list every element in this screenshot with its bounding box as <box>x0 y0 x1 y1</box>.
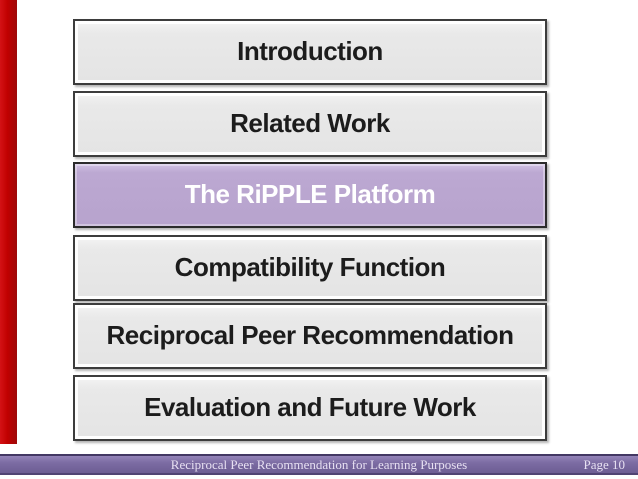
outline-item-ripple-platform-current: The RiPPLE Platform <box>73 162 547 228</box>
left-accent-bar <box>0 0 17 444</box>
outline-item-compatibility-function: Compatibility Function <box>73 235 547 301</box>
footer-bar: Reciprocal Peer Recommendation for Learn… <box>0 454 638 475</box>
outline-item-introduction: Introduction <box>73 19 547 85</box>
footer-page-number: Page 10 <box>583 457 625 472</box>
outline-item-reciprocal-peer-recommendation: Reciprocal Peer Recommendation <box>73 303 547 369</box>
outline-item-related-work: Related Work <box>73 91 547 157</box>
footer-presentation-title: Reciprocal Peer Recommendation for Learn… <box>170 457 468 472</box>
outline-item-evaluation-future-work: Evaluation and Future Work <box>73 375 547 441</box>
